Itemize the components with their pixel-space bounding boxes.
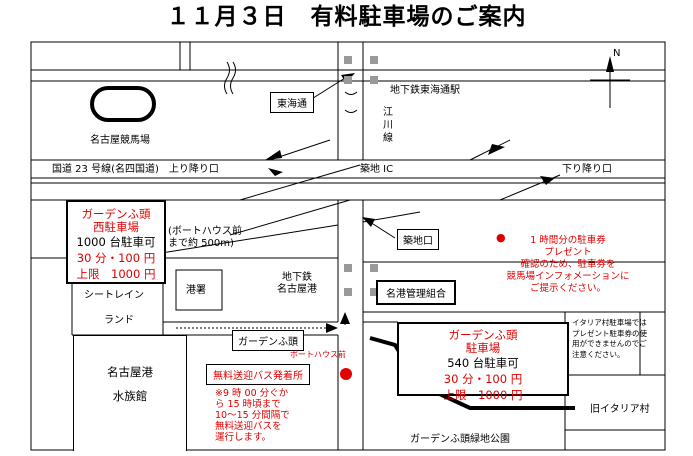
- tsukiji-ic-label: 築地 IC: [360, 164, 394, 175]
- pointer-line: [309, 77, 346, 101]
- west-parking-limit: 上限 1000 円: [76, 267, 156, 282]
- signal-marker: [344, 76, 352, 84]
- main-parking-capacity: 540 台駐車可: [447, 356, 519, 371]
- down-exit-label: 下り降り口: [562, 164, 612, 175]
- signal-marker: [370, 56, 378, 64]
- signal-marker: [370, 76, 378, 84]
- present-note: 1 時間分の駐車券 プレゼント 確認のため、駐車券を 競馬場インフォメーションに…: [506, 235, 630, 294]
- boathouse-front-label: ボートハウス前: [290, 350, 346, 359]
- egawa-line-label: 江 川 線: [383, 107, 393, 144]
- road-break: [230, 61, 236, 95]
- racecourse-label: 名古屋競馬場: [90, 135, 150, 146]
- green-park-label: ガーデンふ頭緑地公園: [410, 434, 510, 445]
- italy-note: イタリア村駐車場では プレゼント駐車券の使 用ができませんのでご 注意ください。: [572, 318, 647, 359]
- subway-station-label: 地下鉄東海通駅: [390, 85, 460, 96]
- police-block: [175, 269, 223, 311]
- port-assoc-label: 名港管理組合: [376, 280, 456, 305]
- bus-stop-dot: [340, 368, 352, 380]
- aquarium-block: 名古屋港 水族館: [73, 335, 187, 451]
- old-italy-village-label: 旧イタリア村: [590, 404, 650, 415]
- north-label: N: [613, 48, 621, 59]
- racecourse-track: [90, 86, 156, 122]
- map-frame: [30, 41, 666, 451]
- page-title: １１月３日 有料駐車場のご案内: [166, 4, 527, 30]
- signal-marker: [370, 264, 378, 272]
- boathouse-distance-label: (ボートハウス前 まで約 500m): [168, 226, 242, 249]
- signal-marker: [344, 288, 352, 296]
- road-break: [344, 91, 358, 113]
- police-label: 港署: [186, 285, 206, 296]
- land-label: ランド: [104, 315, 134, 326]
- west-parking-capacity: 1000 台駐車可: [76, 235, 156, 250]
- present-bullet-icon: ●: [496, 231, 506, 244]
- shuttle-stop-label: 無料送迎バス発着所: [206, 364, 310, 385]
- aquarium-label: 名古屋港 水族館: [107, 365, 153, 404]
- main-parking-limit: 上限 1000 円: [443, 388, 523, 403]
- shuttle-note: ※9 時 00 分ぐか ら 15 時頃まで 10～15 分間隔で 無料送迎バスを…: [215, 388, 290, 443]
- west-parking-name: ガーデンふ頭 西駐車場: [81, 207, 151, 235]
- tokaido-label: 東海通: [270, 92, 314, 113]
- seatrain-label: シートレイン: [84, 290, 144, 301]
- garden-futo-label: ガーデンふ頭: [232, 330, 304, 351]
- compass-icon: [606, 56, 614, 72]
- road-break: [224, 61, 230, 95]
- pointer-line: [369, 221, 396, 239]
- signal-marker: [344, 264, 352, 272]
- west-parking-box: ガーデンふ頭 西駐車場 1000 台駐車可 30 分・100 円 上限 1000…: [66, 200, 166, 284]
- signal-marker: [344, 56, 352, 64]
- main-parking-name: ガーデンふ頭 駐車場: [448, 328, 518, 356]
- tsukijiguchi-label: 築地口: [397, 229, 439, 250]
- ramp: [229, 199, 351, 236]
- west-parking-rate: 30 分・100 円: [76, 251, 156, 266]
- main-parking-box: ガーデンふ頭 駐車場 540 台駐車可 30 分・100 円 上限 1000 円: [397, 322, 569, 402]
- signal-marker: [370, 288, 378, 296]
- subway-nagoyako-label: 地下鉄 名古屋港: [277, 272, 317, 295]
- main-parking-rate: 30 分・100 円: [443, 372, 523, 387]
- route23-label: 国道 23 号線(名四国道) 上り降り口: [52, 164, 219, 175]
- ramp: [239, 164, 361, 201]
